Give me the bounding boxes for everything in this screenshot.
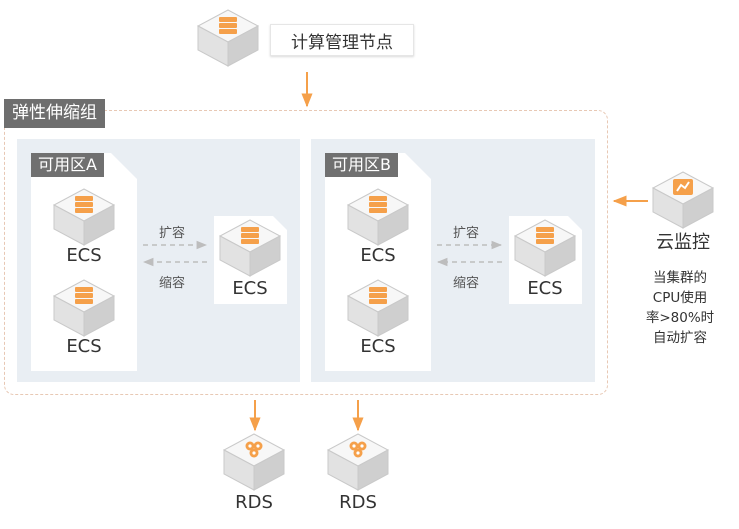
zone-a-ecs-2-server-icon xyxy=(52,279,116,337)
zone-b-scale-out-label: 扩容 xyxy=(453,226,480,241)
zone-a-label: 可用区A xyxy=(31,153,104,177)
zone-b-ecs-2-label: ECS xyxy=(360,336,396,357)
zone-b-ecs-new-label: ECS xyxy=(527,278,563,299)
zone-b-ecs-1-server-icon xyxy=(346,188,410,246)
zone-b-ecs-1-label: ECS xyxy=(360,245,396,266)
zone-a-ecs-1-label: ECS xyxy=(66,245,102,266)
scaling-group-label: 弹性伸缩组 xyxy=(4,99,105,128)
monitor-note-line-4: 自动扩容 xyxy=(653,330,707,346)
rds-1-label: RDS xyxy=(235,492,273,513)
zone-b-ecs-2-server-icon xyxy=(346,279,410,337)
monitor-note-line-2: CPU使用 xyxy=(652,290,708,306)
zone-a-scale-out-label: 扩容 xyxy=(159,226,186,241)
monitor-label: 云监控 xyxy=(656,232,710,253)
scaling-group-outline xyxy=(4,110,608,395)
monitor-note-line-3: 率>80%时 xyxy=(645,310,715,326)
monitor-note-line-1: 当集群的 xyxy=(653,270,707,286)
zone-a-ecs-1-server-icon xyxy=(52,188,116,246)
monitor-gauge-icon xyxy=(651,171,715,229)
zone-b-scale-in-label: 缩容 xyxy=(453,276,480,291)
zone-a-ecs-new-server-icon xyxy=(218,219,282,277)
zone-b-ecs-new-server-icon xyxy=(513,219,577,277)
monitor-note: 当集群的 CPU使用 率>80%时 自动扩容 xyxy=(634,268,726,348)
zone-a-scale-in-label: 缩容 xyxy=(159,276,186,291)
manager-label: 计算管理节点 xyxy=(291,33,393,53)
manager-label-box xyxy=(270,24,414,56)
manager-server-icon xyxy=(196,9,260,67)
rds-1-database-icon xyxy=(222,433,286,491)
zone-a-ecs-2-label: ECS xyxy=(66,336,102,357)
zone-a-ecs-new-label: ECS xyxy=(232,278,268,299)
rds-2-database-icon xyxy=(326,433,390,491)
zone-b-label: 可用区B xyxy=(325,153,398,177)
rds-2-label: RDS xyxy=(339,492,377,513)
